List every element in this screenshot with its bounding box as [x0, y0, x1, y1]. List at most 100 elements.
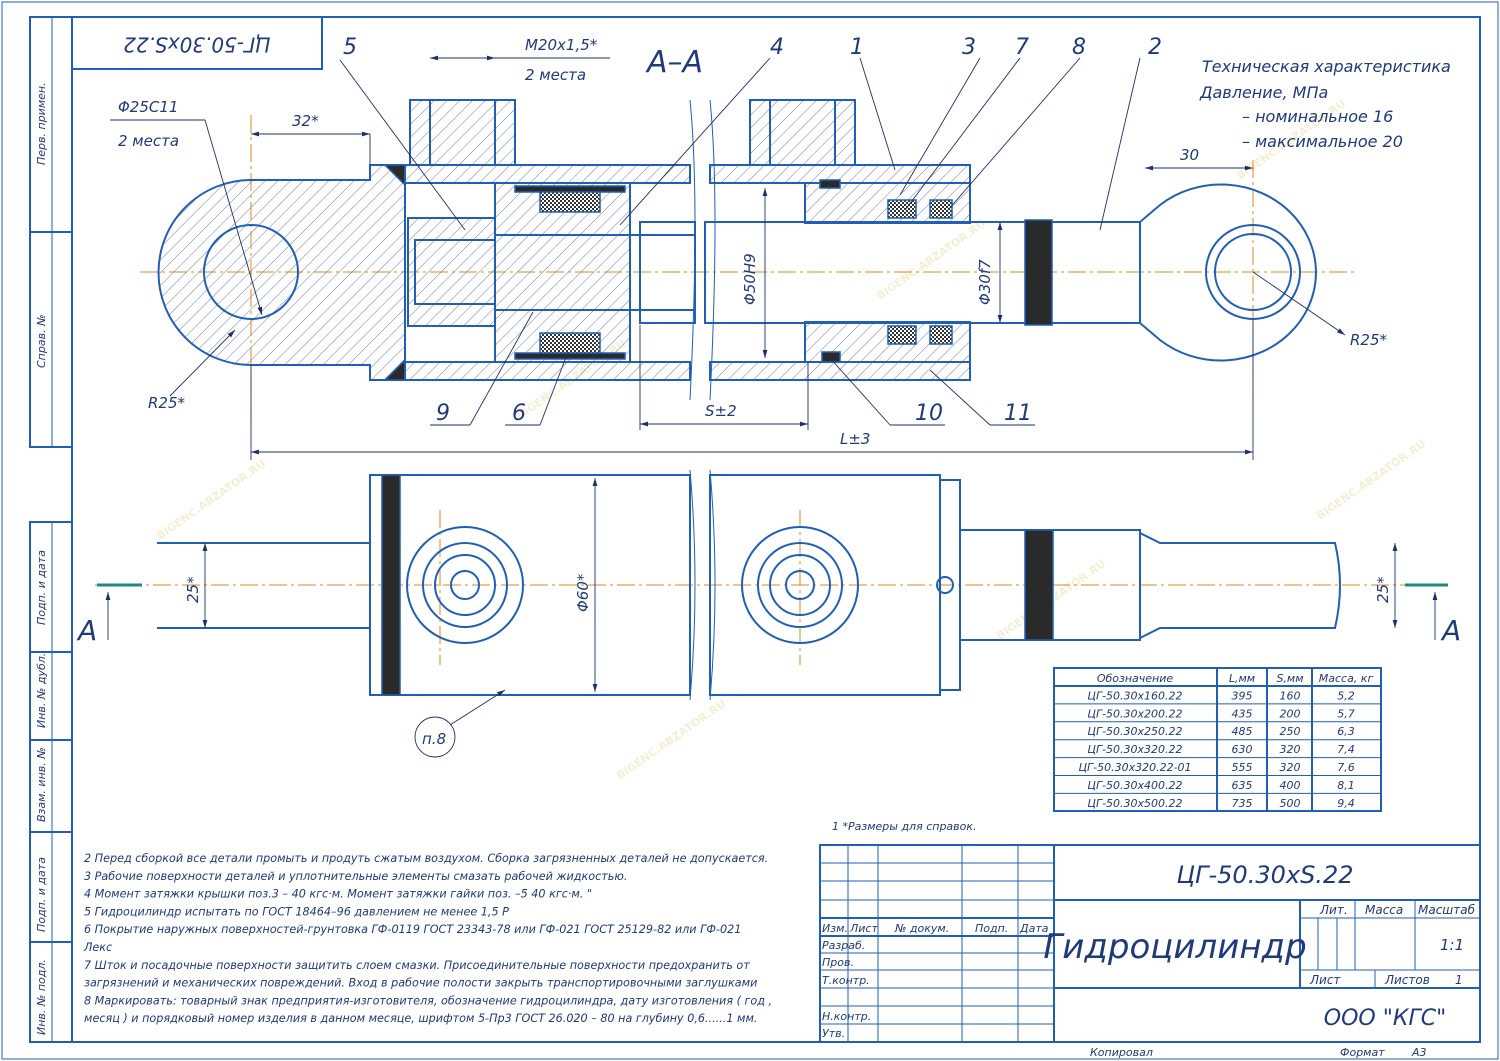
dim-length: L±3: [840, 430, 870, 448]
cylinder-body: [369, 474, 691, 696]
note-line: 4 Момент затяжки крышки поз.3 – 40 кгс·м…: [84, 888, 592, 901]
table-cell: 9,4: [1337, 797, 1355, 810]
callout-8: 8: [1072, 35, 1086, 60]
right-eye: [1139, 183, 1317, 362]
callout-7: 7: [1015, 35, 1029, 60]
watermark-text: BIGENC.ABZATOR.RU: [614, 697, 728, 782]
dim-rod-30: Φ30f7: [976, 259, 994, 305]
table-cell: 555: [1232, 761, 1253, 774]
watermark-text: BIGENC.ABZATOR.RU: [154, 457, 268, 542]
table-cell: 435: [1232, 707, 1253, 720]
table-cell: ЦГ-50.30х500.22: [1087, 797, 1182, 810]
note-line: 3 Рабочие поверхности деталей и уплотнит…: [84, 870, 627, 883]
rotated-stamp-code: ЦГ-50.30хS.22: [123, 33, 270, 57]
right-pin-bore: [1205, 224, 1301, 320]
dim-pin-bore-count: 2 места: [118, 132, 179, 150]
col-list: Лист: [849, 922, 878, 935]
table-cell: 7,4: [1337, 743, 1355, 756]
table-cell: 5,2: [1337, 689, 1355, 702]
table-header: Обозначение: [1097, 672, 1174, 685]
callout-1: 1: [850, 35, 864, 60]
table-cell: ЦГ-50.30х160.22: [1087, 689, 1182, 702]
note-line: месяц ) и порядковый номер изделия в дан…: [84, 1012, 757, 1025]
table-cell: 7,6: [1337, 761, 1355, 774]
dim-thread: М20х1,5*: [525, 36, 598, 54]
dim-outer-60: Φ60*: [574, 573, 592, 612]
left-eye-head: [157, 164, 406, 381]
format-value: А3: [1411, 1046, 1427, 1059]
table-cell: 160: [1280, 689, 1301, 702]
row-prov: Пров.: [822, 956, 854, 969]
left-pin-bore: [203, 224, 299, 320]
callout-10: 10: [915, 401, 943, 426]
dim-width-25-left: 25*: [184, 576, 202, 603]
table-cell: 5,7: [1337, 707, 1355, 720]
table-header: S,мм: [1276, 672, 1303, 685]
side-label: Справ. №: [35, 314, 48, 368]
side-label: Инв. № дубл.: [35, 653, 48, 728]
section-view: [140, 99, 1355, 420]
row-nkontr: Н.контр.: [822, 1010, 871, 1023]
col-izm: Изм.: [822, 922, 848, 935]
tech-spec: Техническая характеристика Давление, МПа…: [1199, 57, 1451, 151]
dim-len-30: 30: [1180, 146, 1199, 164]
note-line: 6 Покрытие наружных поверхностей-грунтов…: [84, 923, 741, 936]
table-cell: 735: [1232, 797, 1253, 810]
note-line: 8 Маркировать: товарный знак предприятия…: [84, 994, 772, 1007]
side-label: Подп. и дата: [35, 550, 48, 625]
note-line: 5 Гидроцилиндр испытать по ГОСТ 18464–96…: [84, 905, 509, 918]
table-cell: ЦГ-50.30х400.22: [1087, 779, 1182, 792]
section-dimensions: М20х1,5* 2 места Φ25С11 2 места 32* 30 R…: [110, 36, 1388, 460]
row-razrab: Разраб.: [822, 939, 865, 952]
scale-label: Масштаб: [1418, 903, 1476, 917]
table-cell: 635: [1232, 779, 1253, 792]
section-marker-right: А: [1440, 614, 1461, 647]
table-cell: 8,1: [1337, 779, 1355, 792]
table-cell: ЦГ-50.30х320.22: [1087, 743, 1182, 756]
table-cell: ЦГ-50.30х250.22: [1087, 725, 1182, 738]
rotated-stamp: ЦГ-50.30хS.22: [71, 16, 323, 70]
dim-radius-left: R25*: [148, 394, 186, 412]
mass-label: Масса: [1365, 903, 1403, 917]
tech-spec-pressure: Давление, МПа: [1199, 83, 1328, 102]
lit-label: Лит.: [1319, 903, 1348, 917]
callout-11: 11: [1004, 401, 1032, 426]
table-cell: 320: [1280, 743, 1301, 756]
callout-5: 5: [343, 35, 357, 60]
tech-spec-title: Техническая характеристика: [1202, 57, 1451, 76]
dim-len-32: 32*: [292, 112, 319, 130]
callout-6: 6: [512, 401, 526, 426]
note-line: 2 Перед сборкой все детали промыть и про…: [84, 852, 768, 865]
table-cell: ЦГ-50.30х320.22-01: [1078, 761, 1191, 774]
table-cell: 200: [1280, 707, 1301, 720]
callout-4: 4: [770, 35, 784, 60]
sheets-label: Листов: [1384, 973, 1430, 987]
table-cell: 400: [1280, 779, 1301, 792]
watermark-text: BIGENC.ABZATOR.RU: [874, 217, 988, 302]
dim-stroke: S±2: [705, 402, 737, 420]
tech-spec-max: – максимальное 20: [1242, 132, 1403, 151]
callout-9: 9: [436, 401, 450, 426]
section-title: А–А: [645, 45, 703, 80]
callout-p8: п.8: [422, 730, 446, 748]
title-code: ЦГ-50.30хS.22: [1177, 861, 1354, 889]
note-1: 1 *Размеры для справок.: [832, 820, 977, 833]
piston: [494, 182, 631, 363]
scale-value: 1:1: [1440, 936, 1464, 954]
table-cell: 630: [1232, 743, 1253, 756]
col-sign: Подп.: [975, 922, 1008, 935]
wiper-band: [1024, 219, 1053, 326]
dim-bore-50: Φ50Н9: [741, 253, 759, 305]
sheets-count: 1: [1455, 973, 1463, 987]
col-doc: № докум.: [894, 922, 949, 935]
nut: [407, 217, 496, 327]
callouts: 5 4 1 3 7 8 2 9 6 10 11: [339, 35, 1162, 426]
table-cell: 500: [1280, 797, 1301, 810]
side-label: Перв. примен.: [35, 82, 48, 165]
dim-radius-right: R25*: [1350, 331, 1388, 349]
note-line: загрязнений и механических повреждений. …: [84, 977, 757, 990]
title-block: ЦГ-50.30хS.22 Гидроцилиндр ООО "КГС" Изм…: [819, 844, 1481, 1059]
